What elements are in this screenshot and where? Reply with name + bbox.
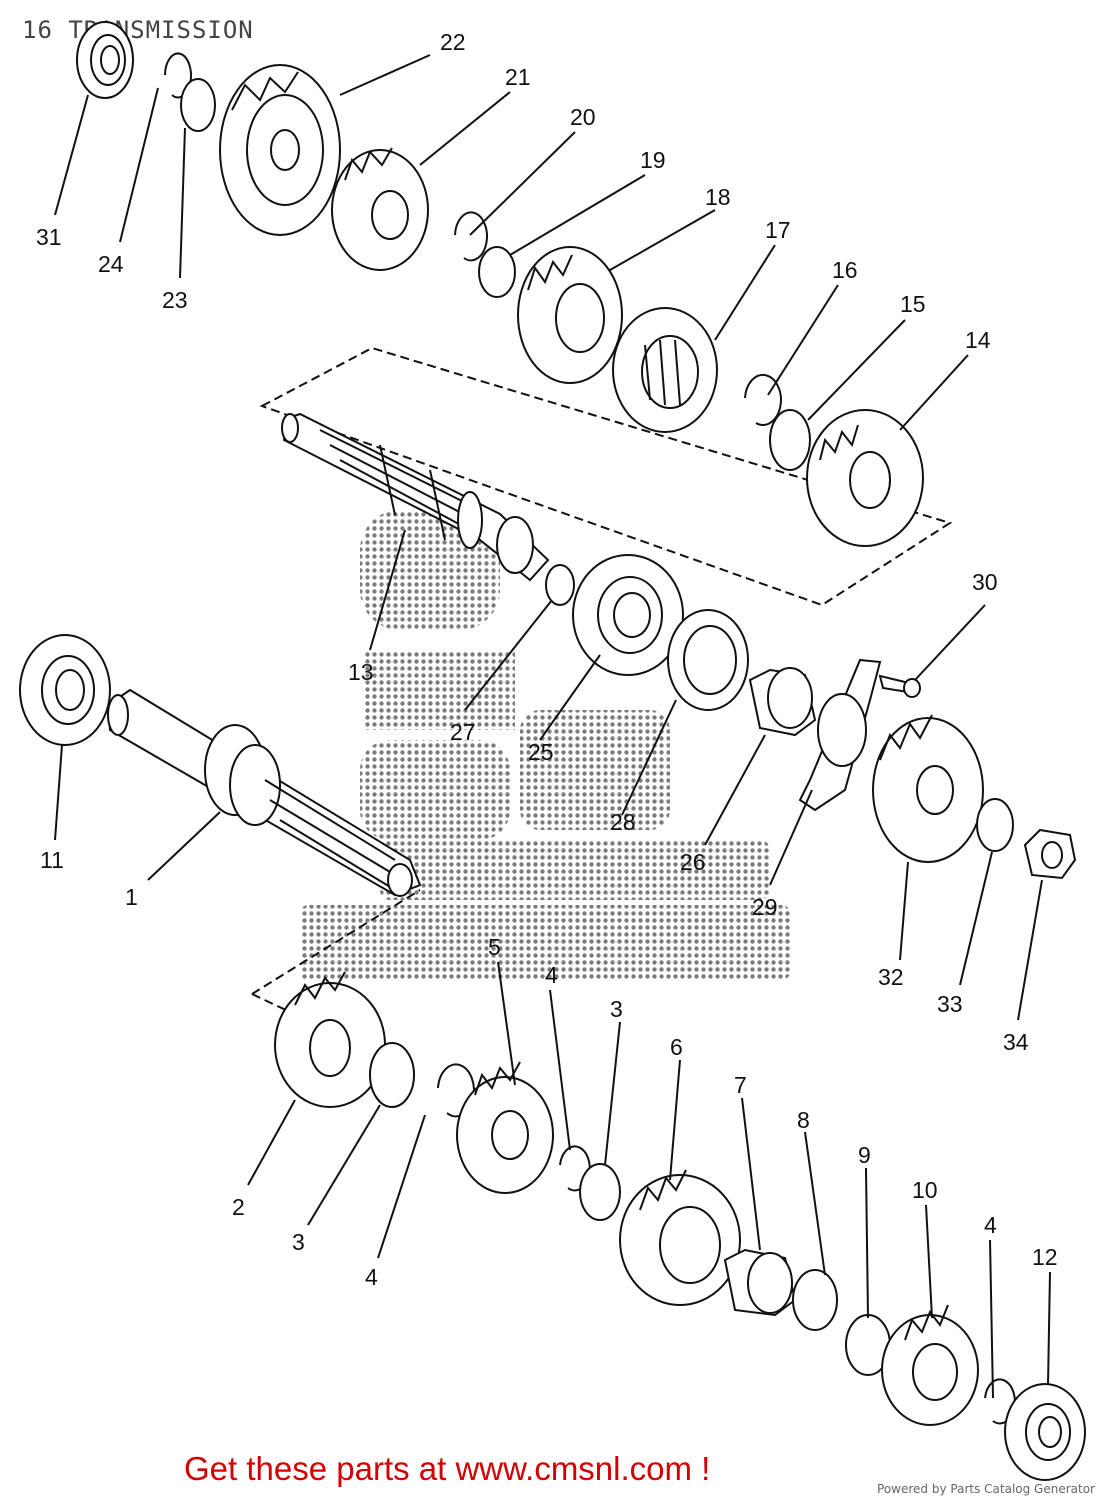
cta-link[interactable]: Get these parts at www.cmsnl.com ! [184, 1450, 711, 1487]
part-3-washer-b [579, 1163, 621, 1221]
label-3-b: 3 [292, 1229, 305, 1255]
leader-lines [54, 54, 1051, 1399]
label-18: 18 [705, 184, 731, 210]
part-4-circlip-b [559, 1145, 591, 1192]
label-29: 29 [752, 894, 778, 920]
part-23-washer [180, 78, 216, 132]
part-4-circlip-c [984, 1378, 1016, 1425]
powered-by-text: Powered by Parts Catalog Generator [877, 1482, 1095, 1496]
part-7-collar [723, 1248, 797, 1317]
label-10: 10 [912, 1177, 938, 1203]
part-26-collar [748, 667, 817, 737]
label-20: 20 [570, 104, 596, 130]
part-2-gear [274, 971, 386, 1108]
part-29-plate [798, 658, 882, 812]
label-15: 15 [900, 291, 926, 317]
label-1: 1 [125, 884, 138, 910]
part-21-gear [331, 147, 429, 271]
label-22: 22 [440, 29, 466, 55]
label-33: 33 [937, 991, 963, 1017]
label-3-a: 3 [610, 996, 623, 1022]
label-11: 11 [40, 847, 64, 873]
mainshaft [106, 688, 422, 897]
label-8: 8 [797, 1107, 810, 1133]
part-33-lock-washer [976, 798, 1014, 852]
assembly-outline-lower [251, 889, 421, 1013]
label-6: 6 [670, 1034, 683, 1060]
label-25: 25 [528, 739, 554, 765]
part-5-gear [456, 1061, 554, 1194]
part-15-washer [769, 409, 811, 471]
part-3-washer-a [369, 1042, 415, 1108]
label-14: 14 [965, 327, 991, 353]
part-18-gear [517, 246, 623, 384]
part-labels: 22 21 20 19 18 17 16 15 14 31 24 23 13 2… [36, 29, 1058, 1290]
part-30-bolt [878, 674, 921, 698]
label-31: 31 [36, 224, 62, 250]
label-23: 23 [162, 287, 188, 313]
part-32-sprocket [872, 714, 984, 863]
diagram-title: 16 TRANSMISSION [22, 16, 254, 44]
part-11-bearing [19, 634, 111, 746]
label-34: 34 [1003, 1029, 1029, 1055]
label-24: 24 [98, 251, 124, 277]
part-19-washer [478, 246, 516, 298]
part-27-oring [545, 564, 575, 606]
label-9: 9 [858, 1142, 871, 1168]
label-30: 30 [972, 569, 998, 595]
label-12: 12 [1032, 1244, 1058, 1270]
label-7: 7 [734, 1072, 747, 1098]
part-12-bearing [1004, 1383, 1086, 1481]
label-32: 32 [878, 964, 904, 990]
part-28-oil-seal [667, 609, 749, 711]
countershaft [281, 412, 550, 582]
part-22-gear [219, 64, 341, 236]
label-16: 16 [832, 257, 858, 283]
part-8-washer [792, 1269, 838, 1331]
part-20-circlip [454, 211, 488, 262]
label-13: 13 [348, 659, 374, 685]
label-4-c: 4 [984, 1212, 997, 1238]
label-4-a: 4 [545, 962, 558, 988]
part-6-gear [619, 1169, 741, 1306]
assembly-outline-upper [259, 346, 953, 607]
label-21: 21 [505, 64, 531, 90]
part-31-bearing [76, 21, 134, 99]
part-10-gear [881, 1304, 979, 1426]
label-2: 2 [232, 1194, 245, 1220]
watermark [300, 510, 790, 980]
label-19: 19 [640, 147, 666, 173]
label-4-b: 4 [365, 1264, 378, 1290]
part-34-nut [1023, 828, 1077, 880]
part-25-bearing [572, 554, 684, 676]
label-27: 27 [450, 719, 476, 745]
part-14-gear [806, 409, 924, 547]
part-17-gear [612, 307, 718, 433]
label-26: 26 [680, 849, 706, 875]
label-17: 17 [765, 217, 791, 243]
part-16-circlip [744, 373, 782, 426]
label-28: 28 [610, 809, 636, 835]
label-5: 5 [488, 934, 501, 960]
